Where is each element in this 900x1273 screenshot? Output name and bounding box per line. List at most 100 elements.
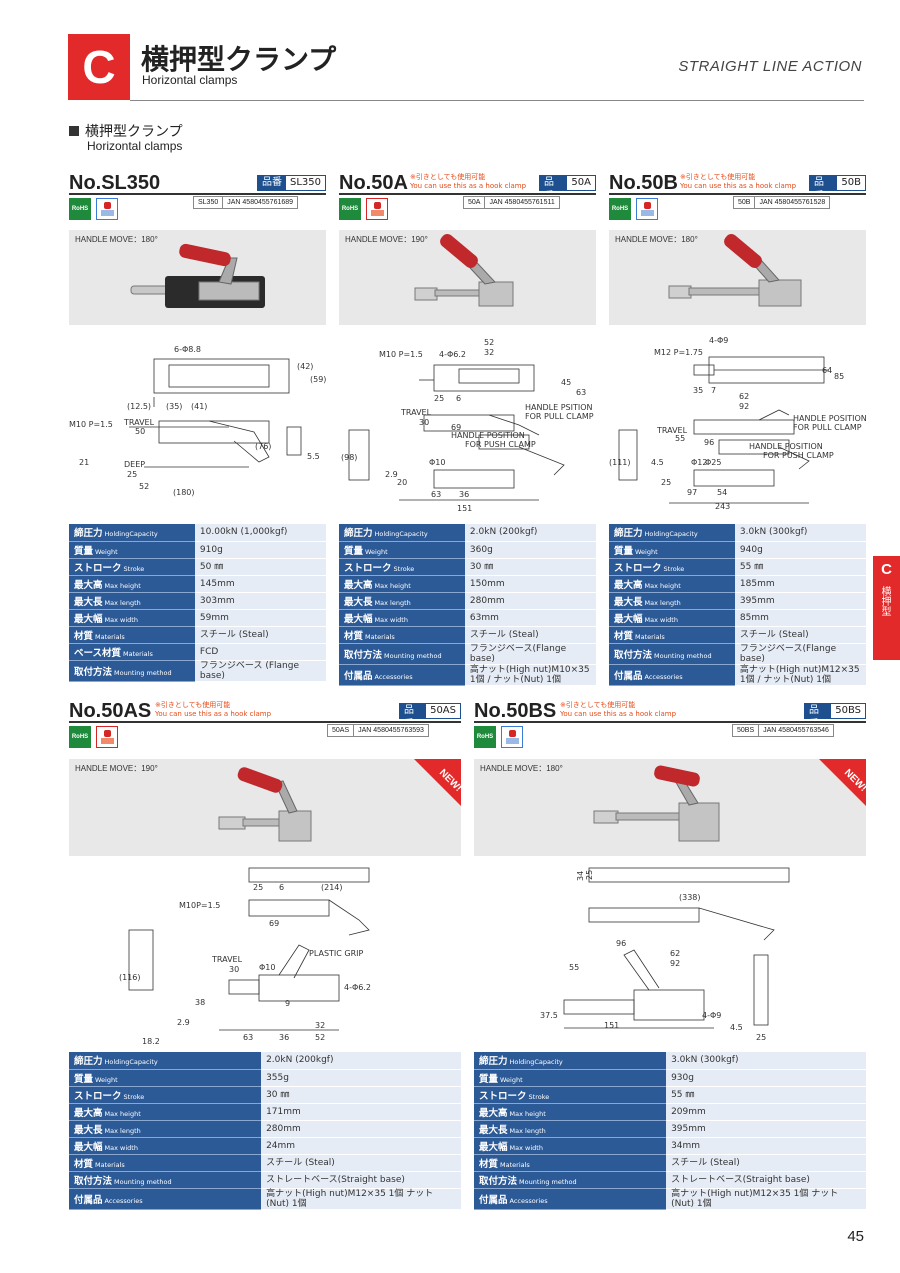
dimension-drawing: 4-Φ9 M12 P=1.75 64 85 35 7 62 92 TRAVEL …	[609, 336, 866, 511]
svg-text:HANDLE POSITION: HANDLE POSITION	[451, 431, 525, 440]
spec-value: 145mm	[194, 575, 326, 593]
rohs-icon: RoHS	[339, 198, 361, 220]
spec-value: 940g	[734, 541, 866, 559]
spec-value: 355g	[261, 1069, 461, 1087]
svg-text:69: 69	[451, 423, 461, 432]
page-number: 45	[847, 1228, 864, 1245]
svg-text:(214): (214)	[321, 883, 343, 892]
spec-value: 85mm	[734, 609, 866, 627]
spec-value: 910g	[194, 541, 326, 559]
svg-text:M10 P=1.5: M10 P=1.5	[69, 420, 113, 429]
spec-value: 209mm	[666, 1103, 866, 1121]
svg-text:25: 25	[661, 478, 671, 487]
svg-text:35: 35	[693, 386, 703, 395]
spec-value: 30 ㎜	[261, 1086, 461, 1104]
svg-text:5.5: 5.5	[307, 452, 320, 461]
spec-value: 3.0kN (300kgf)	[666, 1052, 866, 1070]
svg-text:37.5: 37.5	[540, 1011, 558, 1020]
spec-value: スチール (Steal)	[464, 626, 596, 644]
dimension-drawing: 52 32 M10 P=1.5 4-Φ6.2 45 63 25 6 TRAVEL…	[341, 338, 594, 513]
spec-value: FCD	[194, 643, 326, 661]
technical-drawing: 34 25 (338) 96 62 92 55 37.5 151 4-Φ9 4.…	[474, 860, 866, 1050]
svg-text:PLASTIC GRIP: PLASTIC GRIP	[309, 949, 364, 958]
svg-text:TRAVEL: TRAVEL	[400, 408, 432, 417]
svg-text:4.5: 4.5	[651, 458, 664, 467]
handle-move-label: HANDLE MOVE：190°	[75, 764, 158, 773]
svg-text:62: 62	[670, 949, 680, 958]
svg-text:M10 P=1.5: M10 P=1.5	[379, 350, 423, 359]
svg-text:(76): (76)	[255, 442, 271, 451]
push-clamp-icon	[636, 198, 658, 220]
spec-value: 34mm	[666, 1137, 866, 1155]
spec-value: 59mm	[194, 609, 326, 627]
svg-text:34: 34	[576, 871, 585, 881]
technical-drawing: 52 32 M10 P=1.5 4-Φ6.2 45 63 25 6 TRAVEL…	[339, 335, 596, 515]
svg-text:20: 20	[397, 478, 407, 487]
svg-text:FOR PUSH CLAMP: FOR PUSH CLAMP	[465, 440, 536, 449]
header-tagline: STRAIGHT LINE ACTION	[678, 58, 862, 75]
spec-value: 2.0kN (200kgf)	[261, 1052, 461, 1070]
svg-text:21: 21	[79, 458, 89, 467]
dimension-drawing: 34 25 (338) 96 62 92 55 37.5 151 4-Φ9 4.…	[540, 867, 790, 1042]
spec-value: 10.00kN (1,000kgf)	[194, 524, 326, 542]
svg-text:25: 25	[127, 470, 137, 479]
spec-value: 303mm	[194, 592, 326, 610]
handle-move-label: HANDLE MOVE：180°	[615, 235, 698, 244]
svg-text:(111): (111)	[609, 458, 631, 467]
chapter-side-tab[interactable]: C 横押型	[873, 556, 900, 660]
svg-text:30: 30	[229, 965, 239, 974]
svg-text:69: 69	[269, 919, 279, 928]
svg-text:FOR PUSH CLAMP: FOR PUSH CLAMP	[763, 451, 834, 460]
svg-text:(42): (42)	[297, 362, 313, 371]
product-photo: HANDLE MOVE：180° NEW!	[474, 759, 866, 856]
product-name: No.50A	[339, 172, 408, 194]
svg-text:32: 32	[315, 1021, 325, 1030]
spec-value: 高ナット(High nut)M12×35 1個 ナット(Nut) 1個	[261, 1188, 461, 1210]
spec-value: 63mm	[464, 609, 596, 627]
spec-value: ストレートベース(Straight base)	[261, 1171, 461, 1189]
svg-text:Φ10: Φ10	[429, 458, 445, 467]
title-rule	[474, 721, 866, 723]
spec-value: 395mm	[734, 592, 866, 610]
spec-value: 3.0kN (300kgf)	[734, 524, 866, 542]
square-bullet-icon	[69, 126, 79, 136]
svg-text:TRAVEL: TRAVEL	[656, 426, 688, 435]
spec-value: 360g	[464, 541, 596, 559]
svg-text:2.9: 2.9	[177, 1018, 190, 1027]
svg-text:4.5: 4.5	[730, 1023, 743, 1032]
section-title: 横押型クランプ	[69, 121, 183, 141]
svg-text:4-Φ6.2: 4-Φ6.2	[439, 350, 466, 359]
technical-drawing: 4-Φ9 M12 P=1.75 64 85 35 7 62 92 TRAVEL …	[609, 335, 866, 515]
svg-text:9: 9	[285, 999, 290, 1008]
